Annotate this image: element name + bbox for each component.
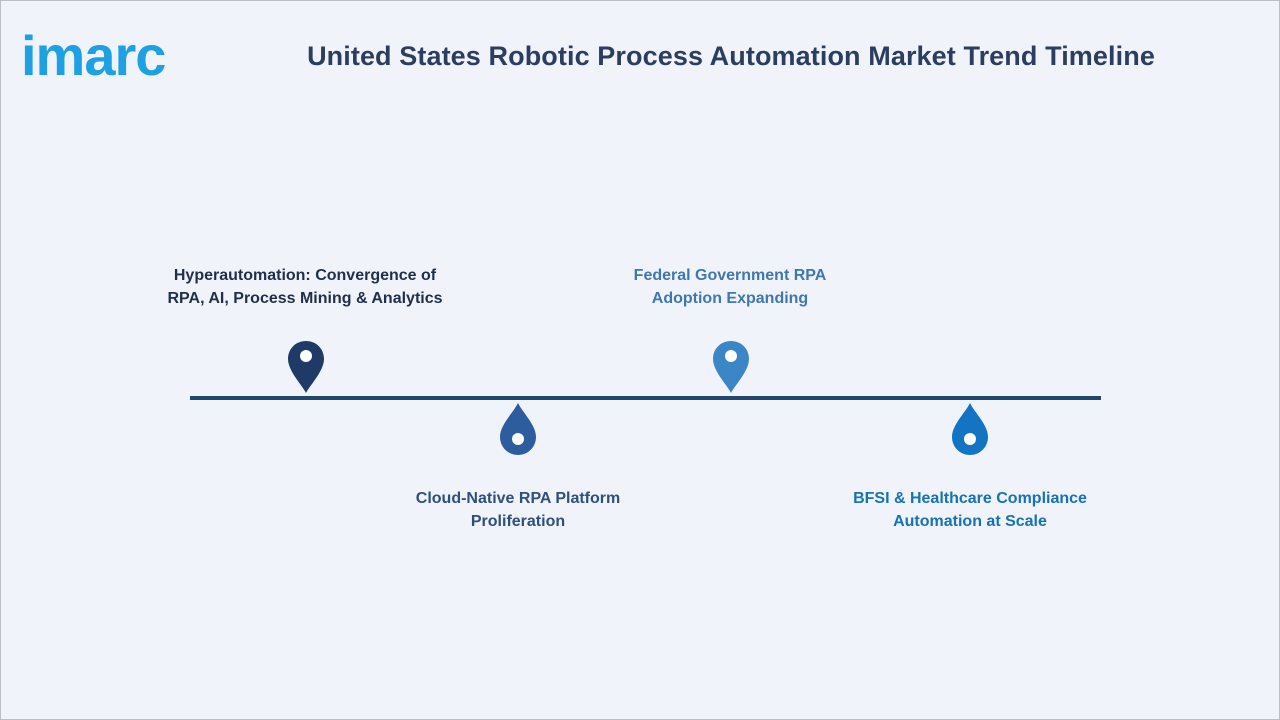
milestone-label-3-line1: Federal Government RPA <box>633 267 827 284</box>
imarc-logo: imarc <box>21 15 203 81</box>
milestone-label-1-line1: Hyperautomation: Convergence of <box>173 267 437 284</box>
location-pin-icon <box>711 339 751 395</box>
imarc-logo-text: imarc <box>21 24 165 81</box>
page-title: United States Robotic Process Automation… <box>307 41 1155 71</box>
drop-pin-icon <box>950 401 990 457</box>
drop-pin-icon <box>498 401 538 457</box>
milestone-label-4-line2: Automation at Scale <box>893 513 1047 530</box>
timeline-axis <box>190 396 1101 400</box>
milestone-label-4: BFSI & Healthcare Compliance Automation … <box>810 487 1130 533</box>
milestone-label-1-line2: RPA, AI, Process Mining & Analytics <box>167 290 443 307</box>
milestone-label-2-line2: Proliferation <box>470 513 566 530</box>
milestone-label-2-line1: Cloud-Native RPA Platform <box>415 490 621 507</box>
milestone-label-2: Cloud-Native RPA Platform Proliferation <box>358 487 678 533</box>
milestone-label-4-line1: BFSI & Healthcare Compliance <box>853 490 1087 507</box>
milestone-label-1: Hyperautomation: Convergence of RPA, AI,… <box>145 264 465 310</box>
milestone-label-3: Federal Government RPA Adoption Expandin… <box>570 264 890 310</box>
milestone-label-3-line2: Adoption Expanding <box>651 290 809 307</box>
imarc-logo-graphic: imarc <box>21 24 166 81</box>
location-pin-icon <box>286 339 326 395</box>
